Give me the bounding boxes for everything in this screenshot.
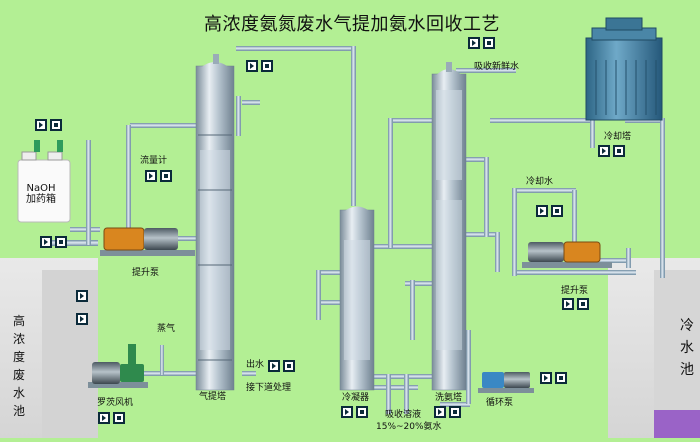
steam-label: 蒸气 (157, 324, 176, 334)
condenser (339, 206, 375, 391)
stop-icon[interactable] (261, 60, 273, 72)
play-icon[interactable] (468, 37, 480, 49)
ammonia-concentration-label: 15%~20%氨水 (376, 422, 442, 432)
stop-icon[interactable] (483, 37, 495, 49)
condenser-controls (341, 406, 368, 418)
lift-pump-right-label: 提升泵 (561, 286, 589, 296)
ammonia-washer (431, 62, 467, 391)
stripping-top-controls (246, 60, 273, 72)
play-icon[interactable] (598, 145, 610, 157)
stop-icon[interactable] (551, 205, 563, 217)
washer-controls (434, 406, 461, 418)
stop-icon[interactable] (160, 170, 172, 182)
play-icon[interactable] (40, 236, 52, 248)
stop-icon[interactable] (613, 145, 625, 157)
page-title: 高浓度氨氮废水气提加氨水回收工艺 (204, 14, 500, 35)
cold-pool-label: 冷 水 池 (676, 315, 698, 381)
pipes (42, 46, 663, 407)
absorb-solution-label: 吸收溶液 (385, 410, 422, 420)
stop-icon[interactable] (356, 406, 368, 418)
play-icon[interactable] (246, 60, 258, 72)
high-conc-pool-inner (42, 270, 98, 438)
high-conc-pool-char: 废 (12, 368, 25, 382)
cold-pool-char: 冷 (680, 318, 694, 334)
play-icon[interactable] (540, 372, 552, 384)
cooling-water-controls (536, 205, 563, 217)
high-conc-pool-char: 度 (12, 350, 25, 364)
ammonia-washer-label: 洗氨塔 (435, 393, 463, 403)
stripping-tower (195, 54, 235, 391)
flowmeter-label: 流量计 (140, 156, 168, 166)
naoh-tank (17, 140, 71, 223)
high-conc-pool-char: 水 (12, 386, 25, 400)
stop-icon[interactable] (50, 119, 62, 131)
naoh-tank-label: NaOH 加药箱 (26, 183, 56, 205)
naoh-controls (40, 236, 67, 248)
play-icon[interactable] (98, 412, 110, 424)
lift-pump-right (522, 241, 612, 268)
stop-icon[interactable] (283, 360, 295, 372)
blower-controls (98, 412, 125, 424)
absorb-fresh-water-label: 吸收新鲜水 (474, 62, 520, 72)
cold-pool-water (654, 410, 700, 438)
pool-controls-2 (76, 313, 88, 325)
lift-pump-right-controls (562, 298, 589, 310)
high-conc-pool-label: 高 浓 度 废 水 池 (8, 312, 30, 420)
high-conc-pool-char: 浓 (12, 332, 25, 346)
cooling-water-label: 冷却水 (526, 177, 554, 187)
play-icon[interactable] (35, 119, 47, 131)
circulation-pump (478, 372, 534, 393)
cold-pool-inner (654, 270, 700, 410)
cooling-tower-label: 冷却塔 (604, 132, 632, 142)
stop-icon[interactable] (55, 236, 67, 248)
condenser-label: 冷凝器 (342, 393, 370, 403)
circ-pump-controls (540, 372, 567, 384)
play-icon[interactable] (562, 298, 574, 310)
cooling-tower (585, 17, 663, 121)
high-conc-pool-char: 高 (12, 314, 25, 328)
play-icon[interactable] (76, 290, 88, 302)
stripping-tower-label: 气提塔 (199, 392, 227, 402)
water-out-controls (268, 360, 295, 372)
circ-pump-label: 循环泵 (486, 398, 514, 408)
next-treatment-label: 接下道处理 (246, 383, 292, 393)
title-controls (468, 37, 495, 49)
play-icon[interactable] (434, 406, 446, 418)
cold-pool-char: 水 (680, 340, 694, 356)
blower-label: 罗茨风机 (97, 398, 134, 408)
play-icon[interactable] (76, 313, 88, 325)
cold-pool-char: 池 (680, 362, 694, 378)
pool-controls-1 (76, 290, 88, 302)
stop-icon[interactable] (113, 412, 125, 424)
stop-icon[interactable] (449, 406, 461, 418)
flowmeter-controls (145, 170, 172, 182)
stop-icon[interactable] (555, 372, 567, 384)
lift-pump-left-label: 提升泵 (132, 268, 160, 278)
tank-controls (35, 119, 62, 131)
high-conc-pool-char: 池 (12, 404, 25, 418)
play-icon[interactable] (145, 170, 157, 182)
play-icon[interactable] (341, 406, 353, 418)
water-out-label: 出水 (246, 360, 265, 370)
stop-icon[interactable] (577, 298, 589, 310)
roots-blower (88, 344, 148, 388)
lift-pump-left (100, 227, 195, 256)
pipes-vertical (86, 46, 665, 414)
play-icon[interactable] (268, 360, 280, 372)
play-icon[interactable] (536, 205, 548, 217)
cooling-tower-controls (598, 145, 625, 157)
